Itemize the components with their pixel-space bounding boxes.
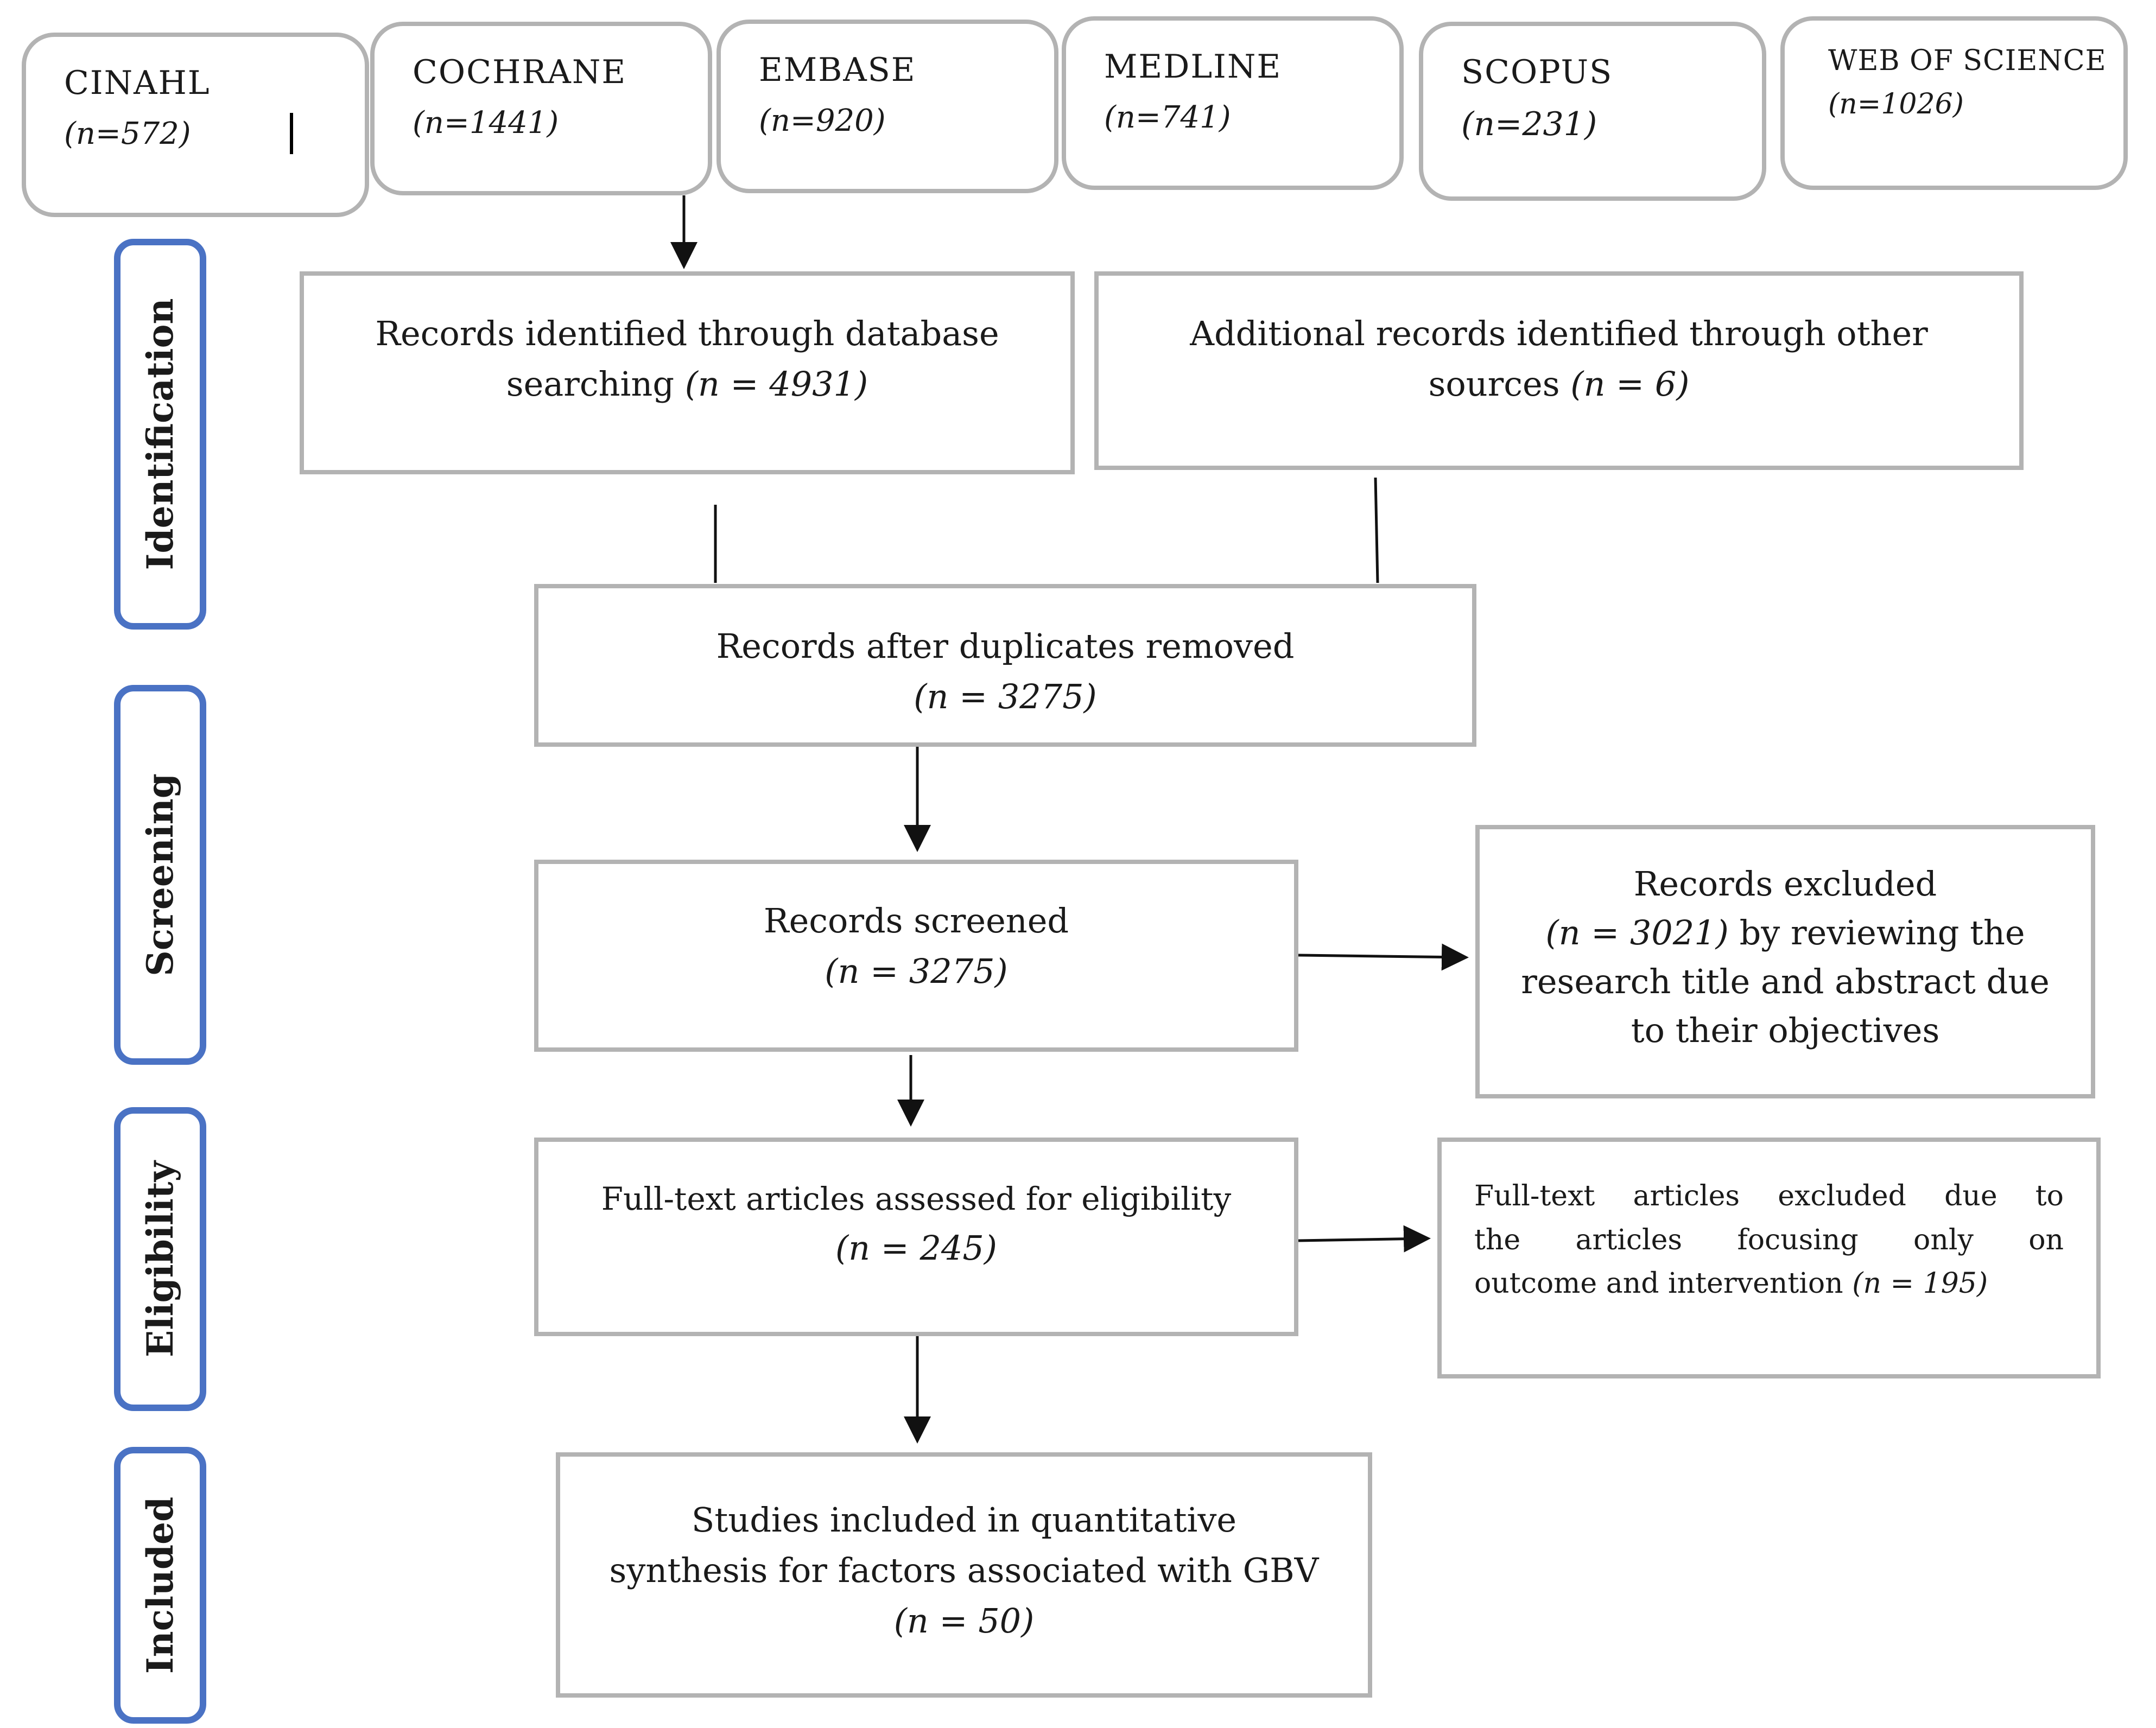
stage-identification: Identification <box>114 239 206 630</box>
database-count: (n=741) <box>1104 100 1231 135</box>
fulltext-excluded-box: Full-text articles excluded due to the a… <box>1437 1138 2101 1378</box>
stage-screening: Screening <box>114 685 206 1065</box>
box-line: research title and abstract due <box>1521 961 2050 1001</box>
box-count: (n = 245) <box>835 1228 997 1268</box>
box-line: outcome and intervention (n = 195) <box>1474 1267 1988 1300</box>
text-cursor-mark <box>290 113 293 154</box>
box-line: Full-text articles excluded due to <box>1474 1180 2064 1212</box>
database-name: EMBASE <box>759 51 916 89</box>
records-screened-box: Records screened (n = 3275) <box>534 860 1298 1052</box>
box-line: Records after duplicates removed <box>716 626 1295 666</box>
box-count: (n = 4931) <box>684 364 868 404</box>
box-line: the articles focusing only on <box>1474 1223 2064 1256</box>
database-name: WEB OF SCIENCE <box>1828 45 2107 77</box>
arrow-fulltext-to-fulltext-excluded <box>1298 1225 1431 1253</box>
box-line: (n = 3021) by reviewing the <box>1545 912 2025 952</box>
box-count: (n = 50) <box>893 1601 1035 1641</box>
box-line: Records excluded <box>1633 864 1937 904</box>
box-count: (n = 3275) <box>914 677 1097 716</box>
database-box-embase: EMBASE (n=920) <box>716 20 1058 193</box>
database-box-medline: MEDLINE (n=741) <box>1062 16 1404 190</box>
box-count: (n = 3021) <box>1545 912 1729 952</box>
duplicates-removed-box: Records after duplicates removed (n = 32… <box>534 584 1476 747</box>
box-line: Additional records identified through ot… <box>1190 314 1928 353</box>
box-line: Records screened <box>763 901 1069 941</box>
box-line: Records identified through database <box>375 314 999 353</box>
database-name: SCOPUS <box>1461 53 1613 91</box>
fulltext-assessed-box: Full-text articles assessed for eligibil… <box>534 1138 1298 1336</box>
records-excluded-box: Records excluded (n = 3021) by reviewing… <box>1475 825 2095 1098</box>
database-name: CINAHL <box>64 64 211 102</box>
database-count: (n=1441) <box>413 105 559 141</box>
database-count: (n=572) <box>64 116 191 151</box>
database-count: (n=920) <box>759 103 886 138</box>
records-identified-box: Records identified through database sear… <box>300 271 1075 474</box>
database-name: COCHRANE <box>413 53 627 91</box>
database-count: (n=1026) <box>1828 88 1964 120</box>
box-line: sources (n = 6) <box>1428 364 1690 404</box>
database-box-web-of-science: WEB OF SCIENCE (n=1026) <box>1780 16 2128 190</box>
box-line: searching (n = 4931) <box>506 364 868 404</box>
studies-included-box: Studies included in quantitative synthes… <box>556 1452 1372 1698</box>
arrow-screened-to-excluded <box>1298 943 1469 971</box>
stage-eligibility: Eligibility <box>114 1107 206 1411</box>
database-count: (n=231) <box>1461 105 1597 143</box>
database-box-scopus: SCOPUS (n=231) <box>1419 22 1766 201</box>
database-name: MEDLINE <box>1104 48 1282 86</box>
box-line: synthesis for factors associated with GB… <box>609 1551 1319 1590</box>
box-count: (n = 6) <box>1570 364 1690 404</box>
additional-records-box: Additional records identified through ot… <box>1094 271 2024 470</box>
box-line: to their objectives <box>1631 1010 1940 1050</box>
box-count: (n = 195) <box>1852 1267 1988 1300</box>
stage-included: Included <box>114 1447 206 1724</box>
box-line: Full-text articles assessed for eligibil… <box>601 1180 1232 1217</box>
database-box-cinahl: CINAHL (n=572) <box>22 33 369 217</box>
connector-other-to-duplicates <box>1374 477 1379 583</box>
box-count: (n = 3275) <box>825 951 1008 991</box>
box-line: Studies included in quantitative <box>691 1500 1237 1540</box>
database-box-cochrane: COCHRANE (n=1441) <box>370 22 712 195</box>
